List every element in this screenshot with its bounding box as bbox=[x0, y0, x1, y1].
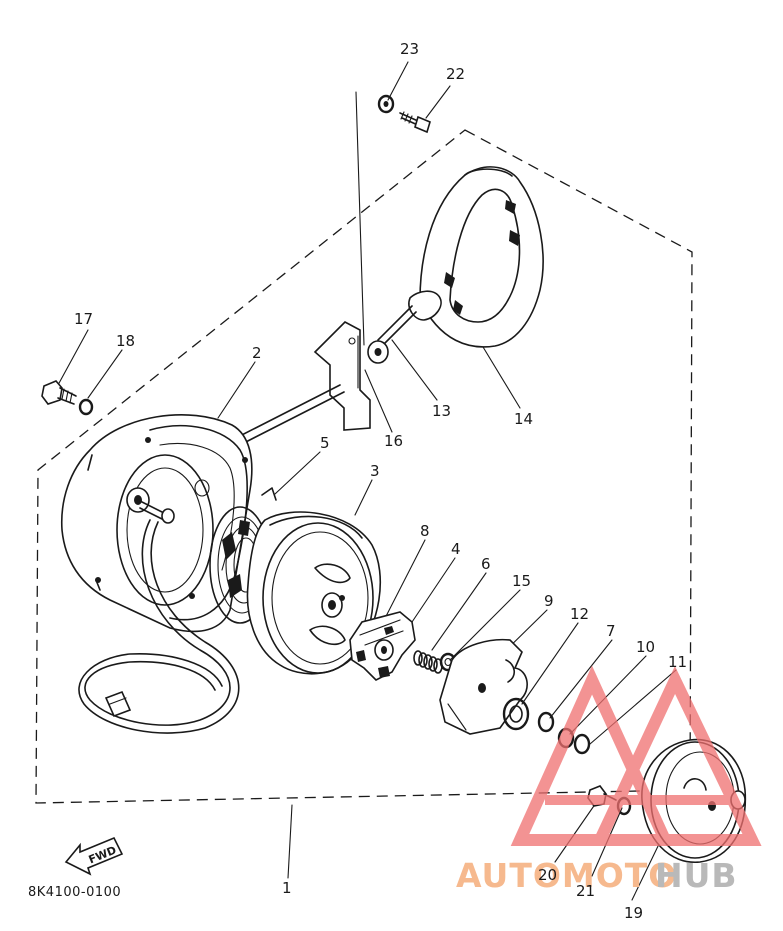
kill-switch-cable bbox=[78, 519, 240, 734]
part-label: 22 bbox=[446, 65, 465, 83]
part-label: 5 bbox=[320, 434, 330, 452]
spiral-spring-5 bbox=[209, 487, 277, 624]
part-label: 16 bbox=[384, 432, 403, 450]
part-label: 20 bbox=[538, 866, 557, 884]
fwd-arrow: FWD bbox=[64, 836, 124, 876]
part-label: 4 bbox=[451, 540, 461, 558]
part-label: 23 bbox=[400, 40, 419, 58]
leader-lines bbox=[57, 61, 677, 901]
watermark-text-automoto: AUTOMOTO bbox=[456, 856, 677, 895]
part-label: 21 bbox=[576, 882, 595, 900]
nut-11 bbox=[573, 733, 591, 755]
part-labels: 23 22 17 18 2 13 14 16 5 3 8 4 6 15 9 12… bbox=[74, 40, 687, 922]
ratchet-pawl-4 bbox=[349, 611, 416, 681]
part-label: 14 bbox=[514, 410, 533, 428]
starter-handle-14 bbox=[408, 166, 544, 348]
assembly-boundary bbox=[35, 129, 693, 804]
part-label: 15 bbox=[512, 572, 531, 590]
part-label: 19 bbox=[624, 904, 643, 922]
part-label: 11 bbox=[668, 653, 687, 671]
washer-7 bbox=[537, 711, 555, 733]
friction-plate-9 bbox=[439, 638, 528, 735]
bolt-17 bbox=[41, 380, 77, 405]
watermark-logo bbox=[510, 665, 762, 846]
washer-23 bbox=[377, 94, 395, 114]
diagram-code: 8K4100-0100 bbox=[28, 885, 121, 900]
part-label: 3 bbox=[370, 462, 380, 480]
part-label: 8 bbox=[420, 522, 430, 540]
spring-6 bbox=[413, 650, 443, 674]
part-label: 6 bbox=[481, 555, 491, 573]
part-label: 12 bbox=[570, 605, 589, 623]
part-label: 10 bbox=[636, 638, 655, 656]
part-label: 9 bbox=[544, 592, 554, 610]
watermark-text-hub: HUB bbox=[655, 856, 738, 895]
ring-12 bbox=[502, 697, 530, 731]
washer-18 bbox=[78, 398, 94, 416]
pulley-3 bbox=[246, 511, 382, 675]
part-label: 1 bbox=[282, 879, 292, 897]
bolt-22 bbox=[399, 111, 431, 134]
part-label: 17 bbox=[74, 310, 93, 328]
rope-13 bbox=[377, 305, 417, 347]
part-label: 7 bbox=[606, 622, 616, 640]
rope-path bbox=[231, 384, 345, 448]
part-label: 2 bbox=[252, 344, 262, 362]
part-label: 13 bbox=[432, 402, 451, 420]
part-label: 18 bbox=[116, 332, 135, 350]
rope-guide-16 bbox=[313, 321, 389, 431]
